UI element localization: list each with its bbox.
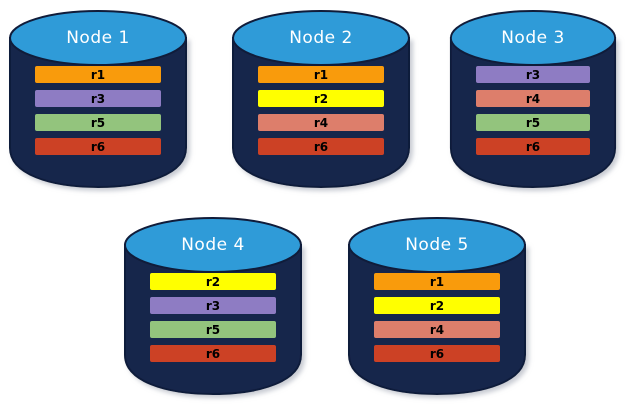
shard-stack-3: r3 r4 r5 r6 xyxy=(449,66,617,155)
shard-r6-on-node-5[interactable]: r6 xyxy=(374,345,500,362)
shard-r6-on-node-3[interactable]: r6 xyxy=(476,138,590,155)
shard-r2-on-node-2[interactable]: r2 xyxy=(258,90,384,107)
shard-r2-on-node-5[interactable]: r2 xyxy=(374,297,500,314)
shard-label: r2 xyxy=(205,274,221,289)
shard-r5-on-node-4[interactable]: r5 xyxy=(150,321,276,338)
shard-r3-on-node-3[interactable]: r3 xyxy=(476,66,590,83)
shard-stack-5: r1 r2 r4 r6 xyxy=(347,273,527,362)
shard-r3-on-node-4[interactable]: r3 xyxy=(150,297,276,314)
shard-r5-on-node-3[interactable]: r5 xyxy=(476,114,590,131)
shard-stack-1: r1 r3 r5 r6 xyxy=(8,66,188,155)
shard-label: r2 xyxy=(313,91,329,106)
shard-label: r2 xyxy=(429,298,445,313)
shard-label: r3 xyxy=(90,91,106,106)
shard-label: r4 xyxy=(429,322,445,337)
shard-label: r6 xyxy=(429,346,445,361)
shard-r1-on-node-2[interactable]: r1 xyxy=(258,66,384,83)
shard-r4-on-node-5[interactable]: r4 xyxy=(374,321,500,338)
shard-r2-on-node-4[interactable]: r2 xyxy=(150,273,276,290)
shard-label: r6 xyxy=(525,139,541,154)
shard-label: r1 xyxy=(90,67,106,82)
shard-label: r1 xyxy=(429,274,445,289)
shard-r6-on-node-1[interactable]: r6 xyxy=(35,138,161,155)
shard-label: r6 xyxy=(205,346,221,361)
shard-r6-on-node-2[interactable]: r6 xyxy=(258,138,384,155)
shard-label: r4 xyxy=(525,91,541,106)
shard-label: r6 xyxy=(313,139,329,154)
shard-r3-on-node-1[interactable]: r3 xyxy=(35,90,161,107)
shard-r1-on-node-5[interactable]: r1 xyxy=(374,273,500,290)
shard-label: r1 xyxy=(313,67,329,82)
shard-label: r6 xyxy=(90,139,106,154)
shard-label: r3 xyxy=(525,67,541,82)
shard-stack-4: r2 r3 r5 r6 xyxy=(123,273,303,362)
shard-label: r3 xyxy=(205,298,221,313)
shard-r6-on-node-4[interactable]: r6 xyxy=(150,345,276,362)
shard-label: r4 xyxy=(313,115,329,130)
shard-r4-on-node-3[interactable]: r4 xyxy=(476,90,590,107)
shard-label: r5 xyxy=(525,115,541,130)
shard-label: r5 xyxy=(90,115,106,130)
shard-r4-on-node-2[interactable]: r4 xyxy=(258,114,384,131)
shard-r1-on-node-1[interactable]: r1 xyxy=(35,66,161,83)
shard-r5-on-node-1[interactable]: r5 xyxy=(35,114,161,131)
shard-label: r5 xyxy=(205,322,221,337)
shard-stack-2: r1 r2 r4 r6 xyxy=(231,66,411,155)
